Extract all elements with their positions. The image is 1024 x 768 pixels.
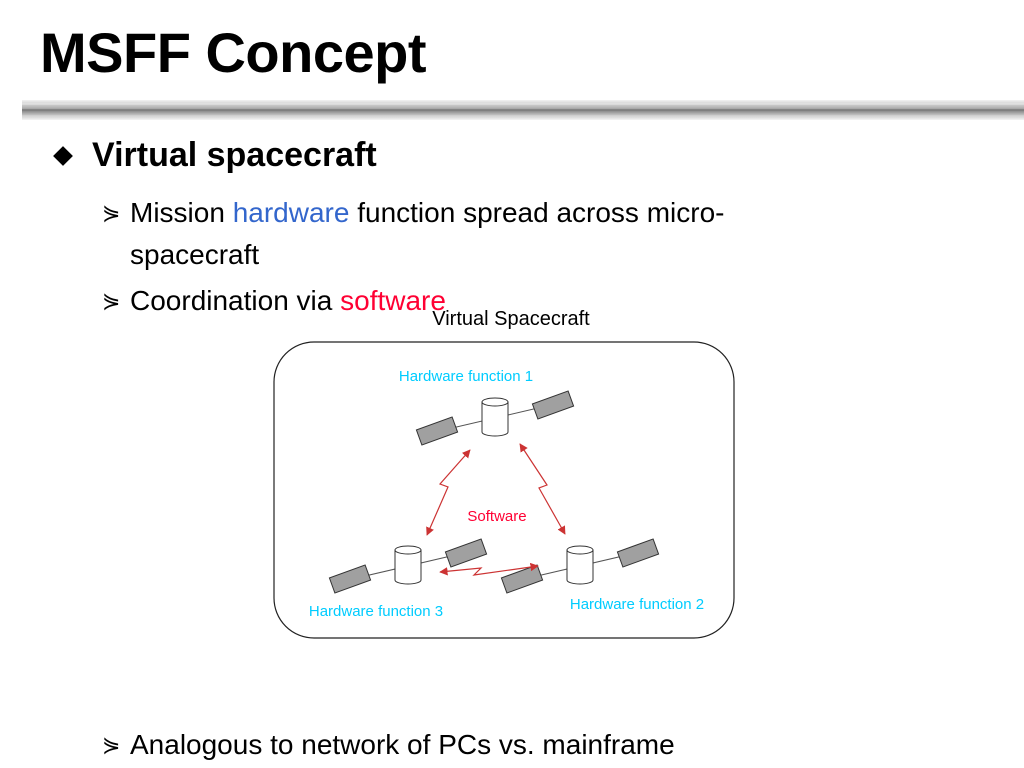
software-highlight: software (340, 285, 446, 316)
arrow-bullet-icon: ⋟ (102, 200, 121, 225)
diagram-title: Virtual Spacecraft (432, 308, 590, 330)
arrow-bullet-icon: ⋟ (102, 288, 121, 313)
diagram-frame (273, 341, 735, 639)
software-label: Software (467, 508, 526, 525)
link-arrow-3-2 (439, 562, 539, 576)
sub-bullet-analogy: ⋟Analogous to network of PCs vs. mainfra… (102, 724, 922, 766)
hw-function-3-label: Hardware function 3 (309, 603, 443, 620)
satellite-2-icon (500, 538, 660, 594)
bullet-virtual-spacecraft: Virtual spacecraft (50, 136, 377, 175)
sub-bullet-software: ⋟Coordination via software (102, 280, 922, 322)
link-arrow-1-3 (426, 449, 471, 536)
bullet-text: Virtual spacecraft (92, 136, 377, 174)
hw-function-2-label: Hardware function 2 (570, 596, 704, 613)
sub-bullet-hardware: ⋟Mission hardware function spread across… (102, 192, 922, 276)
slide-title: MSFF Concept (40, 21, 426, 84)
arrow-bullet-icon: ⋟ (102, 732, 121, 757)
satellite-1-icon (415, 390, 575, 446)
hardware-highlight: hardware (232, 197, 350, 228)
link-arrow-1-2 (519, 443, 566, 535)
title-rule (22, 100, 1024, 120)
satellite-3-icon (328, 538, 488, 594)
hw-function-1-label: Hardware function 1 (399, 368, 533, 385)
